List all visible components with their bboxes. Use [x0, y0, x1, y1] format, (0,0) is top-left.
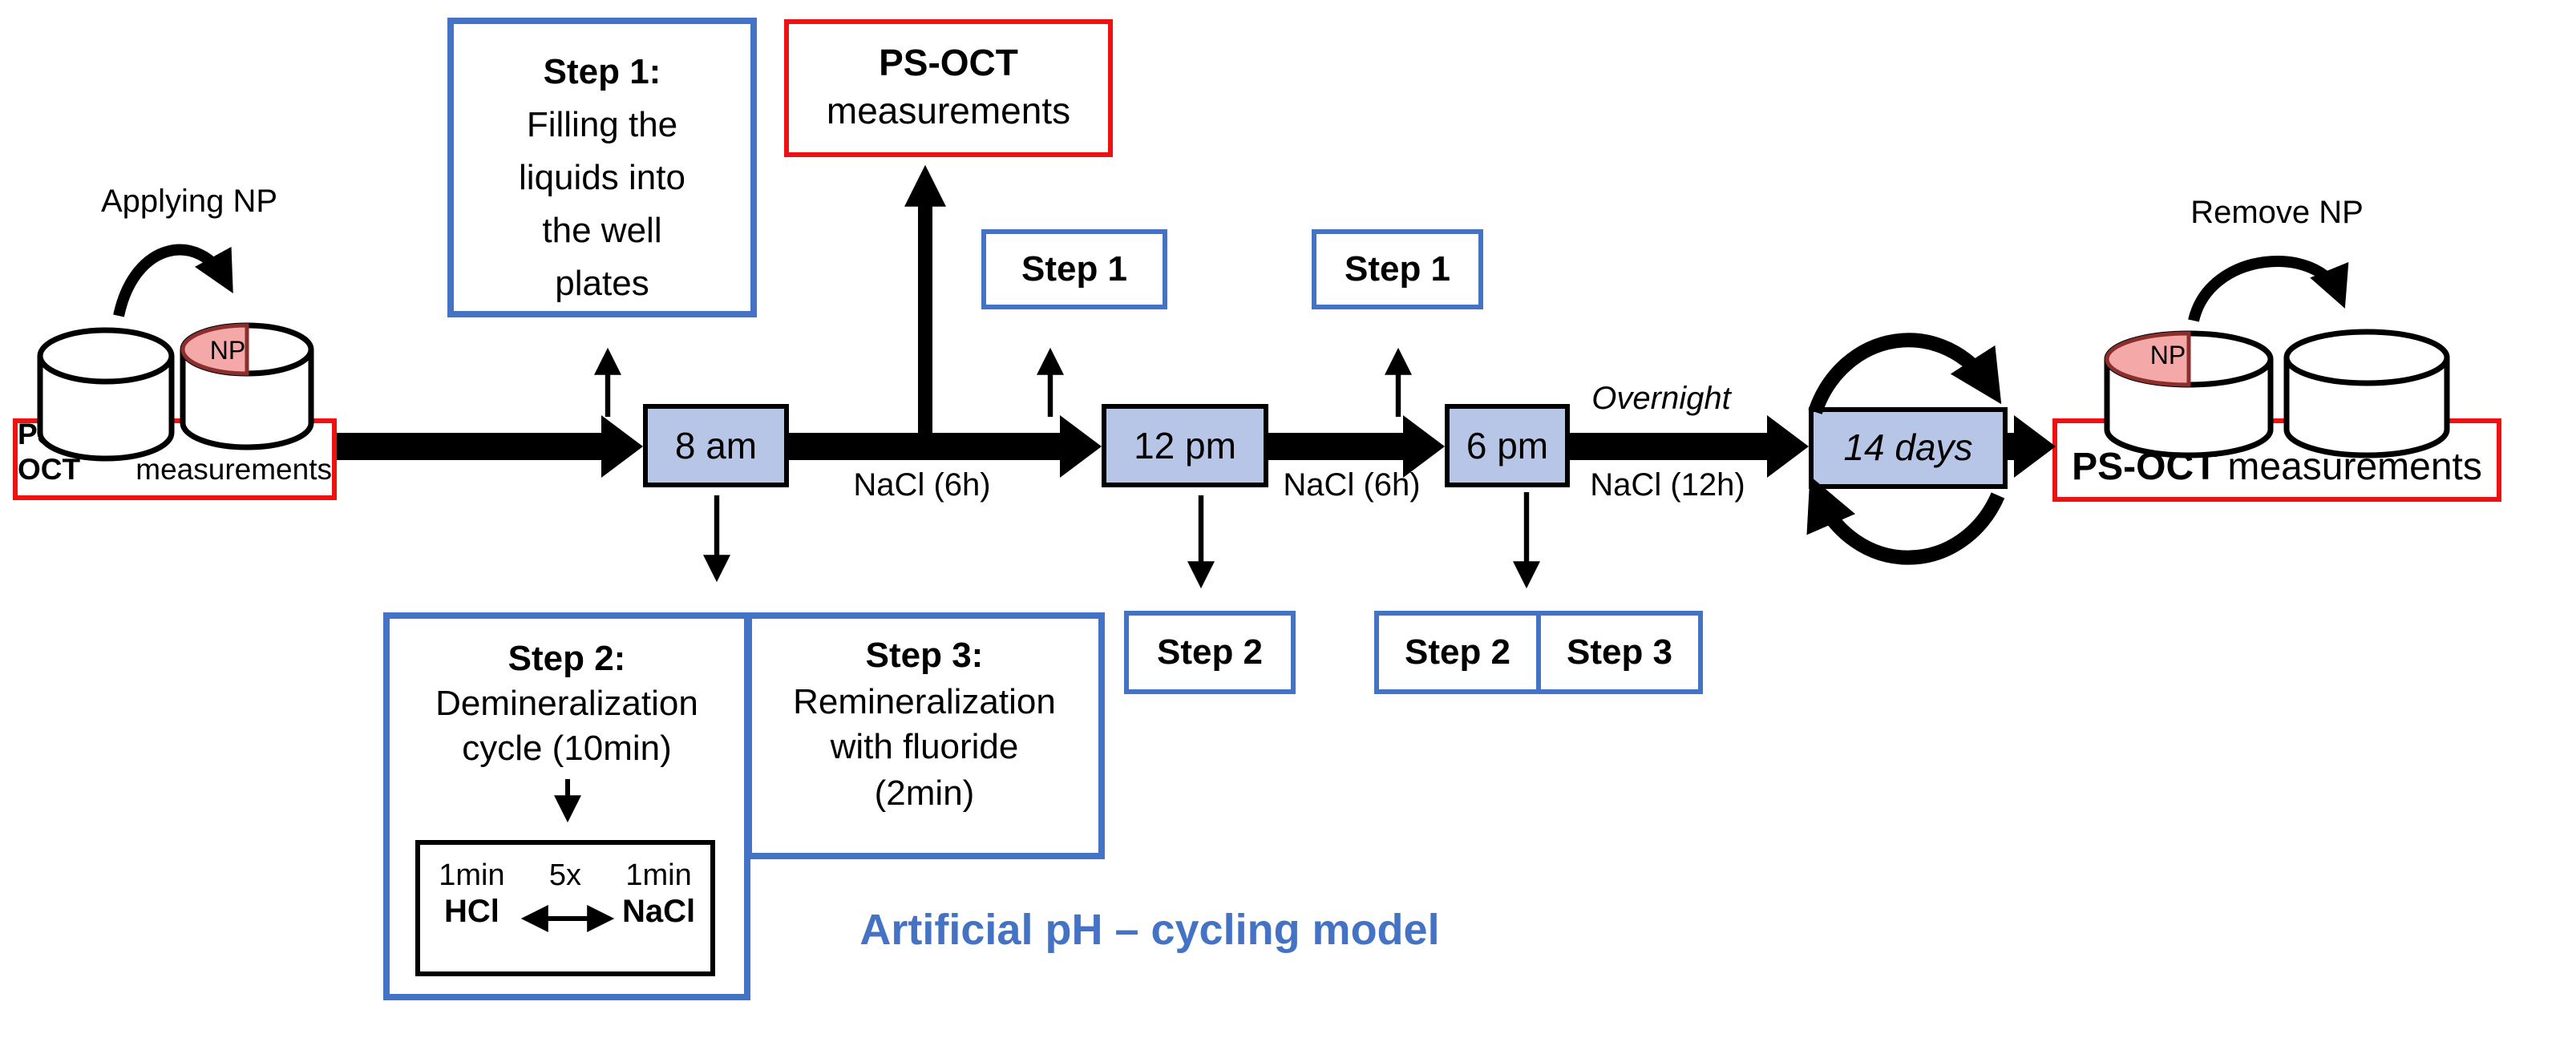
repeat-count: 5x: [548, 859, 582, 893]
remove-np-label: Remove NP: [2190, 196, 2364, 231]
step3-main-line2: with fluoride: [830, 726, 1019, 766]
step1-main-line2: liquids into: [519, 157, 685, 197]
diagram-title: Artificial pH – cycling model: [859, 906, 1440, 954]
step1-main-line1: Filling the: [526, 104, 678, 144]
timebox-14days: 14 days: [1809, 407, 2008, 489]
psoct-top-rest: measurements: [826, 90, 1071, 131]
psoct-left-bold: PS-OCT: [18, 417, 81, 486]
nacl-6h-label-1: NaCl (6h): [853, 468, 991, 503]
tag-step3-cell: Step 3: [1536, 616, 1698, 689]
step3-main-line1: Remineralization: [793, 681, 1056, 721]
timebox-12pm: 12 pm: [1102, 404, 1268, 487]
nacl-time: 1min: [625, 859, 692, 893]
applying-np-label: Applying NP: [100, 184, 278, 220]
cycle-arrow-top: [1808, 333, 2002, 414]
tag-step1-right: Step 1: [1312, 229, 1483, 309]
timebox-8am: 8 am: [643, 404, 789, 487]
psoct-left-rest: measurements: [135, 452, 332, 486]
psoct-box-right: PS-OCT measurements: [2052, 418, 2501, 502]
step1-main-line3: the well: [542, 210, 662, 250]
hcl-agent: HCl: [443, 894, 499, 930]
psoct-top-bold: PS-OCT: [879, 42, 1018, 84]
timebox-6pm: 6 pm: [1445, 404, 1570, 487]
step3-main-line3: (2min): [874, 772, 975, 812]
step3-main-box: Step 3: Remineralization with fluoride (…: [745, 612, 1104, 859]
hcl-time: 1min: [439, 859, 505, 893]
nacl-column: 1min NaCl: [607, 859, 710, 971]
step2-main-title: Step 2:: [508, 638, 626, 678]
step2-main-line1: Demineralization: [435, 683, 698, 723]
tag-step1-mid: Step 1: [981, 229, 1167, 309]
nacl-agent: NaCl: [621, 894, 696, 930]
step1-main-line4: plates: [555, 263, 649, 303]
cycle-arrow-bottom: [1806, 475, 2005, 565]
psoct-box-left: PS-OCT measurements: [13, 417, 337, 500]
np-label-left: NP: [209, 338, 246, 366]
psoct-right-rest: measurements: [2227, 446, 2482, 489]
applying-np-arrow: [113, 244, 233, 317]
overnight-label: Overnight: [1591, 382, 1731, 417]
step1-main-title: Step 1:: [543, 51, 661, 91]
step3-main-title: Step 3:: [865, 635, 984, 675]
nacl-6h-label-2: NaCl (6h): [1283, 468, 1421, 503]
hcl-nacl-cycle-box: 1min HCl 5x 1min NaCl: [415, 840, 715, 976]
step2-main-line2: cycle (10min): [462, 728, 672, 768]
nacl-12h-label: NaCl (12h): [1590, 468, 1745, 503]
hcl-column: 1min HCl: [420, 859, 524, 971]
np-label-right: NP: [2149, 343, 2186, 370]
repeat-column: 5x: [524, 859, 607, 971]
psoct-box-top: PS-OCT measurements: [784, 19, 1113, 157]
remove-np-arrow: [2188, 256, 2349, 322]
tag-step2-mid: Step 2: [1124, 611, 1296, 694]
psoct-right-bold: PS-OCT: [2072, 446, 2218, 489]
tag-step2-cell: Step 2: [1404, 632, 1511, 672]
tag-step2-step3-right: Step 2 Step 3: [1374, 611, 1703, 694]
step1-main-box: Step 1: Filling the liquids into the wel…: [447, 18, 757, 317]
